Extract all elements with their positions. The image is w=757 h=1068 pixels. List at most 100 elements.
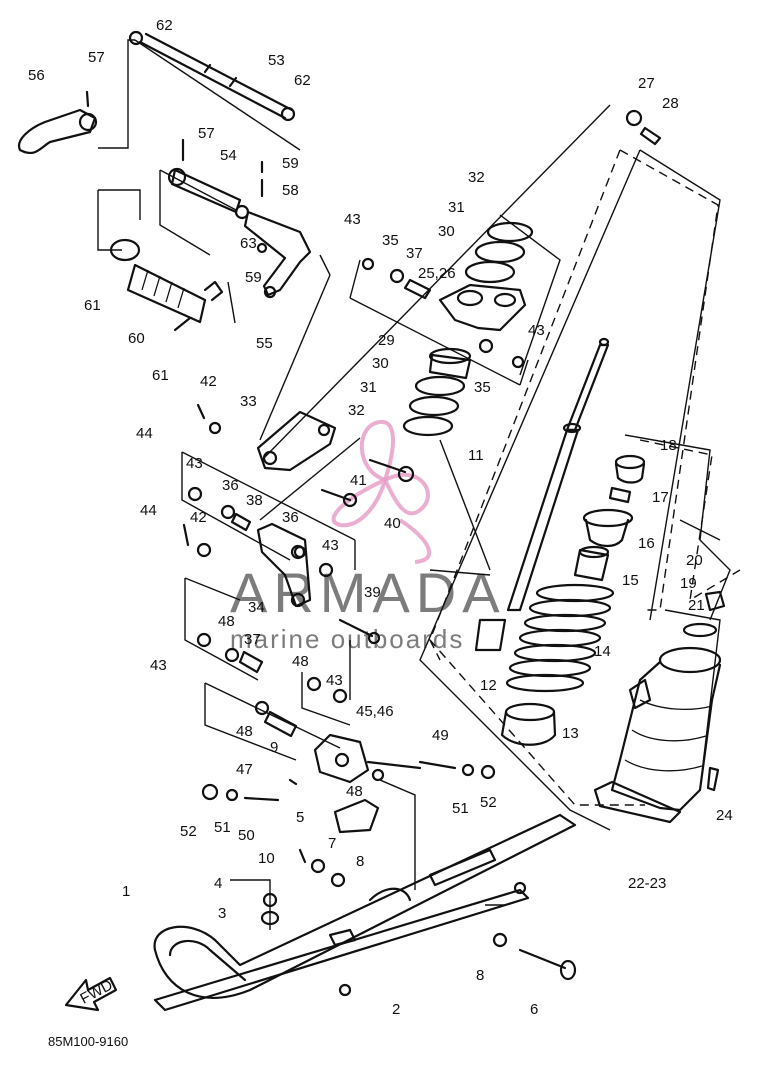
watermark-tagline: marine outboards [230,624,464,654]
part-37-48-spacers-lower [196,632,348,738]
part-22-23-boot [593,646,722,824]
callout-label: 36 [282,509,299,526]
callout-label: 57 [198,125,215,142]
callout-label: 47 [236,761,253,778]
callout-label: 35 [474,379,491,396]
callout-label: 52 [480,794,497,811]
callout-label: 30 [372,355,389,372]
callout-label: 62 [294,72,311,89]
shock-boundary [429,149,741,806]
callout-label: 10 [258,850,275,867]
leader-lines [97,39,731,930]
callout-label: 37 [244,631,261,648]
callout-label: 48 [346,783,363,800]
part-33-link [196,403,337,472]
callout-label: 61 [84,297,101,314]
callout-label: 41 [350,472,367,489]
part-11-shock-rod [474,337,610,652]
part-15-18-shock-top [573,454,646,582]
callout-label: 43 [326,672,343,689]
part-2-runner [153,881,530,1012]
callout-label: 59 [282,155,299,172]
part-13-cup [500,702,557,746]
callout-label: 12 [480,677,497,694]
callout-label: 48 [292,653,309,670]
part-34-arm [182,522,312,608]
callout-label: 21 [688,597,705,614]
part-29-32-washers-lower [402,347,472,437]
callout-label: 32 [348,402,365,419]
callout-label: 37 [406,245,423,262]
callout-label: 25,26 [418,265,456,282]
callout-label: 13 [562,725,579,742]
callout-label: 17 [652,489,669,506]
callout-label: 15 [622,572,639,589]
part-30-32-washers-top [464,221,534,284]
part-3-4-washers [260,892,280,926]
front-badge-text: FWD [77,977,115,1008]
diagram-part-code: 85M100-9160 [48,1034,128,1049]
callout-label: 62 [156,17,173,34]
part-40-41-bolts [320,458,415,508]
callout-label: 2 [392,1001,400,1018]
callout-label: 48 [236,723,253,740]
callout-label: 19 [680,575,697,592]
callout-label: 16 [638,535,655,552]
callout-label: 30 [438,223,455,240]
callout-label: 3 [218,905,226,922]
callout-label: 49 [432,727,449,744]
callout-label: 11 [468,447,484,464]
callout-label: 59 [245,269,262,286]
callout-label: 44 [136,425,153,442]
callout-label: 20 [686,552,703,569]
callout-label: 63 [240,235,257,252]
callout-label: 58 [282,182,299,199]
callout-label: 43 [528,322,545,339]
part-14-spring [505,583,615,693]
part-19-21-fittings [682,590,726,638]
callout-label: 55 [256,335,273,352]
callout-label: 61 [152,367,169,384]
watermark-logo [331,420,432,564]
part-60-grip [109,238,224,332]
callout-label: 27 [638,75,655,92]
callout-label: 57 [88,49,105,66]
callout-label: 50 [238,827,255,844]
callout-label: 36 [222,477,239,494]
part-27-28-fasteners [625,109,662,146]
callout-label: 35 [382,232,399,249]
callout-label: 51 [214,819,231,836]
callout-label: 56 [28,67,45,84]
callout-label: 53 [268,52,285,69]
callout-label: 40 [384,515,401,532]
part-53-shaft [128,30,296,122]
callout-label: 1 [122,883,130,900]
callout-label: 32 [468,169,485,186]
callout-label: 39 [364,584,381,601]
callout-label: 54 [220,147,237,164]
callout-label: 43 [322,537,339,554]
callout-label: 38 [246,492,263,509]
callout-label: 43 [344,211,361,228]
callout-label: 18 [660,437,677,454]
callout-label: 4 [214,875,222,892]
callout-label: 31 [448,199,465,216]
callout-label: 42 [200,373,217,390]
part-36-38-spacers [187,486,334,578]
callout-label: 43 [186,455,203,472]
callout-label: 28 [662,95,679,112]
callout-label: 24 [716,807,733,824]
part-1-ski [153,813,577,999]
callout-label: 60 [128,330,145,347]
callout-label: 34 [248,599,265,616]
front-direction-arrow: FWD [64,977,118,1012]
callout-label: 14 [594,643,611,660]
callout-label: 31 [360,379,377,396]
part-55-arm [234,160,312,299]
callout-label: 48 [218,613,235,630]
part-45-46-housing [313,733,422,784]
callout-label: 42 [190,509,207,526]
callout-label: 8 [356,853,364,870]
